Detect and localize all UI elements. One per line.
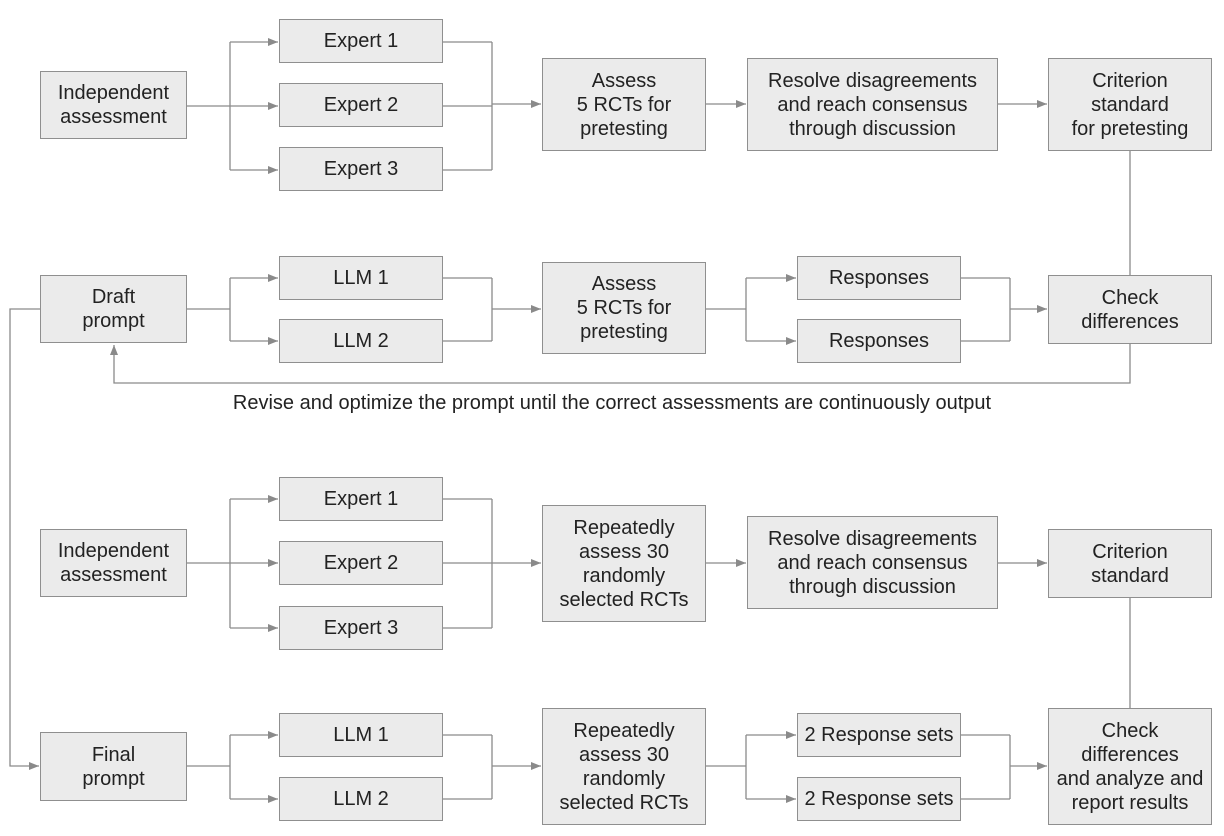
draft-prompt-label: Draft prompt	[82, 286, 145, 332]
check-differences-report-box: Check differences and analyze and report…	[1048, 708, 1212, 825]
responses-1-label: Responses	[828, 267, 930, 289]
draft-to-final-arrow	[9, 308, 40, 770]
expert-2-label: Expert 2	[323, 552, 399, 574]
criterion-standard-box: Criterion standard	[1048, 529, 1212, 598]
expert-3-box: Expert 3	[279, 147, 443, 191]
assess-30-rcts-llm-label: Repeatedly assess 30 randomly selected R…	[559, 719, 689, 814]
criterion-standard-pretesting-label: Criterion standard for pretesting	[1071, 69, 1189, 140]
expert-2-label: Expert 2	[323, 94, 399, 116]
criterion-standard-pretesting-box: Criterion standard for pretesting	[1048, 58, 1212, 151]
assess-30-rcts-box: Repeatedly assess 30 randomly selected R…	[542, 505, 706, 622]
assess-30-rcts-label: Repeatedly assess 30 randomly selected R…	[559, 516, 689, 611]
expert-3-label: Expert 3	[323, 158, 399, 180]
check-differences-label: Check differences	[1081, 286, 1179, 333]
llm-1-label: LLM 1	[333, 267, 389, 289]
expert-2-box: Expert 2	[279, 541, 443, 585]
draft-prompt-box: Draft prompt	[40, 275, 187, 343]
expert-3-label: Expert 3	[323, 617, 399, 639]
criterion-standard-label: Criterion standard	[1091, 540, 1169, 587]
independent-assessment-label: Independent assessment	[57, 82, 170, 128]
assess-pretesting-llm-label: Assess 5 RCTs for pretesting	[576, 273, 672, 343]
llm-2-box: LLM 2	[279, 319, 443, 363]
responses-2-box: Responses	[797, 319, 961, 363]
resolve-disagreements-label: Resolve disagreements and reach consensu…	[768, 527, 977, 598]
responses-1-box: Responses	[797, 256, 961, 300]
response-sets-2-label: 2 Response sets	[804, 788, 954, 810]
assess-pretesting-label: Assess 5 RCTs for pretesting	[576, 69, 672, 140]
responses-2-label: Responses	[828, 330, 930, 352]
llm-2-label: LLM 2	[333, 788, 389, 810]
expert-1-label: Expert 1	[323, 488, 399, 510]
llm-1-label: LLM 1	[333, 724, 389, 746]
resolve-disagreements-label: Resolve disagreements and reach consensu…	[768, 69, 977, 140]
llm-1-box: LLM 1	[279, 713, 443, 757]
expert-3-box: Expert 3	[279, 606, 443, 650]
expert-2-box: Expert 2	[279, 83, 443, 127]
llm-1-box: LLM 1	[279, 256, 443, 300]
response-sets-1-box: 2 Response sets	[797, 713, 961, 757]
expert-1-label: Expert 1	[323, 30, 399, 52]
feedback-loop-arrow	[110, 344, 1131, 384]
final-prompt-box: Final prompt	[40, 732, 187, 801]
response-sets-2-box: 2 Response sets	[797, 777, 961, 821]
resolve-disagreements-box: Resolve disagreements and reach consensu…	[747, 58, 998, 151]
assess-pretesting-box: Assess 5 RCTs for pretesting	[542, 58, 706, 151]
llm-2-label: LLM 2	[333, 330, 389, 352]
independent-assessment-box: Independent assessment	[40, 529, 187, 597]
resolve-disagreements-box: Resolve disagreements and reach consensu…	[747, 516, 998, 609]
response-sets-1-label: 2 Response sets	[804, 724, 954, 746]
feedback-loop-caption: Revise and optimize the prompt until the…	[232, 392, 992, 414]
assess-30-rcts-llm-box: Repeatedly assess 30 randomly selected R…	[542, 708, 706, 825]
check-differences-box: Check differences	[1048, 275, 1212, 344]
independent-assessment-label: Independent assessment	[57, 540, 170, 586]
independent-assessment-box: Independent assessment	[40, 71, 187, 139]
llm-2-box: LLM 2	[279, 777, 443, 821]
final-prompt-label: Final prompt	[82, 743, 145, 790]
check-differences-report-label: Check differences and analyze and report…	[1056, 719, 1204, 814]
expert-1-box: Expert 1	[279, 477, 443, 521]
assess-pretesting-llm-box: Assess 5 RCTs for pretesting	[542, 262, 706, 354]
expert-1-box: Expert 1	[279, 19, 443, 63]
